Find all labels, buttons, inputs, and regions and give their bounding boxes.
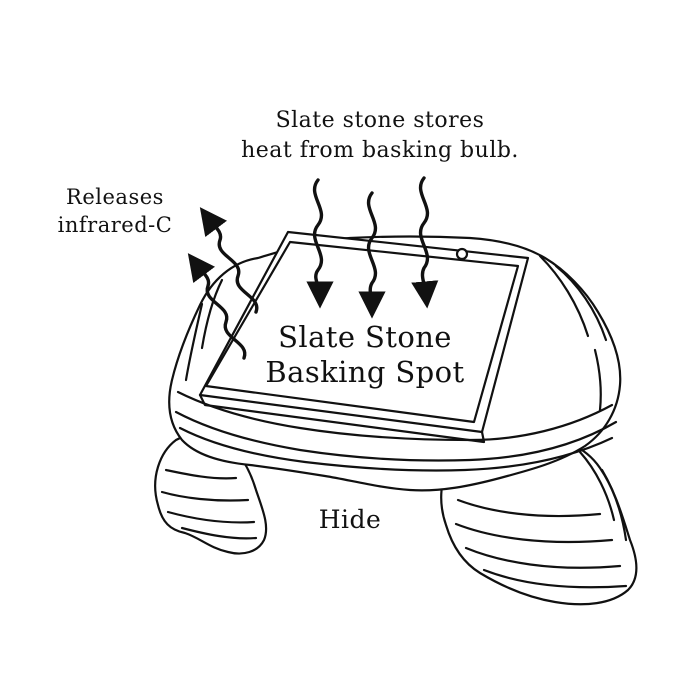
slate-title-line2: Basking Spot xyxy=(265,355,465,389)
infrared-out-arrow-1 xyxy=(199,207,259,314)
heat-store-caption-line2: heat from basking bulb. xyxy=(241,138,519,163)
heat-store-caption-line1: Slate stone stores xyxy=(275,108,485,133)
hide-label: Hide xyxy=(318,505,382,534)
heat-in-arrow-1 xyxy=(306,178,334,309)
infrared-caption-line2: infrared-C xyxy=(57,213,173,237)
slate-slab-top xyxy=(198,230,530,434)
slate-slab-face xyxy=(204,240,520,424)
infrared-caption-line1: Releases xyxy=(66,185,164,209)
heat-in-arrow-3 xyxy=(411,176,439,309)
slate-title-line1: Slate Stone xyxy=(278,320,452,354)
infrared-out-arrow-2 xyxy=(187,253,247,360)
heat-in-arrow-2 xyxy=(358,191,386,319)
